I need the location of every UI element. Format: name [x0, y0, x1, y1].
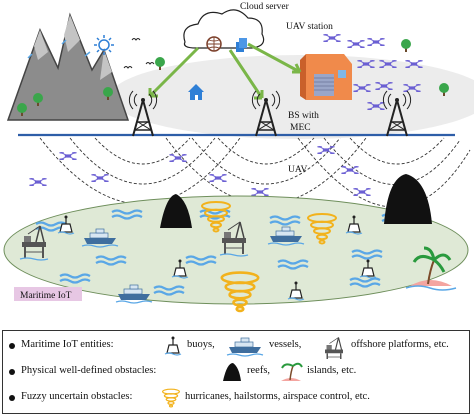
- bullet-icon: [9, 395, 15, 401]
- bird-icon: [123, 38, 155, 69]
- legend-row-physical: Physical well-defined obstacles: reefs, …: [3, 361, 469, 385]
- backhaul-links: [148, 42, 302, 100]
- uav-station-icon: [300, 54, 352, 100]
- island-icon: [281, 362, 303, 381]
- uav-label: UAV: [288, 165, 307, 175]
- vessel-icon: [226, 337, 264, 357]
- cloud-icon: [183, 9, 265, 49]
- uav-icon: [28, 145, 372, 197]
- hurricane-icon: [162, 388, 180, 408]
- legend-row-fuzzy: Fuzzy uncertain obstacles: hurricanes, h…: [3, 387, 469, 411]
- legend-vessels-label: vessels,: [269, 339, 302, 350]
- mountain-icon: [6, 12, 130, 121]
- uav-station-label: UAV station: [286, 22, 333, 32]
- bs-with-mec-label-line2: MEC: [290, 123, 311, 133]
- house-icon: [188, 84, 204, 100]
- bs-with-mec-label-line1: BS with: [288, 111, 319, 121]
- legend-box: Maritime IoT entities: buoys, vessels, o…: [2, 330, 470, 414]
- bullet-icon: [9, 369, 15, 375]
- legend-reefs-label: reefs,: [247, 365, 271, 376]
- legend-buoys-label: buoys,: [187, 339, 215, 350]
- legend-islands-label: islands, etc.: [307, 365, 357, 376]
- bullet-icon: [9, 343, 15, 349]
- sky-region: [110, 55, 474, 139]
- legend-row-entities: Maritime IoT entities: buoys, vessels, o…: [3, 335, 469, 359]
- sun-icon: [94, 35, 114, 55]
- buoy-icon: [164, 335, 182, 356]
- legend-physical-title: Physical well-defined obstacles:: [21, 365, 157, 376]
- legend-platforms-label: offshore platforms, etc.: [351, 339, 449, 350]
- legend-fuzzy-title: Fuzzy uncertain obstacles:: [21, 391, 133, 402]
- legend-hurricanes-label: hurricanes, hailstorms, airspace control…: [185, 391, 370, 402]
- legend-entities-title: Maritime IoT entities:: [21, 339, 114, 350]
- server-globe-icon: [206, 36, 247, 52]
- reef-icon: [160, 174, 432, 228]
- maritime-iot-label: Maritime IoT: [20, 291, 72, 301]
- island-icon: [405, 246, 457, 291]
- offshore-platform-icon: [322, 336, 346, 359]
- cloud-server-label: Cloud server: [240, 2, 290, 12]
- maritime-iot-label-bg: [14, 287, 82, 301]
- reef-icon: [223, 363, 241, 381]
